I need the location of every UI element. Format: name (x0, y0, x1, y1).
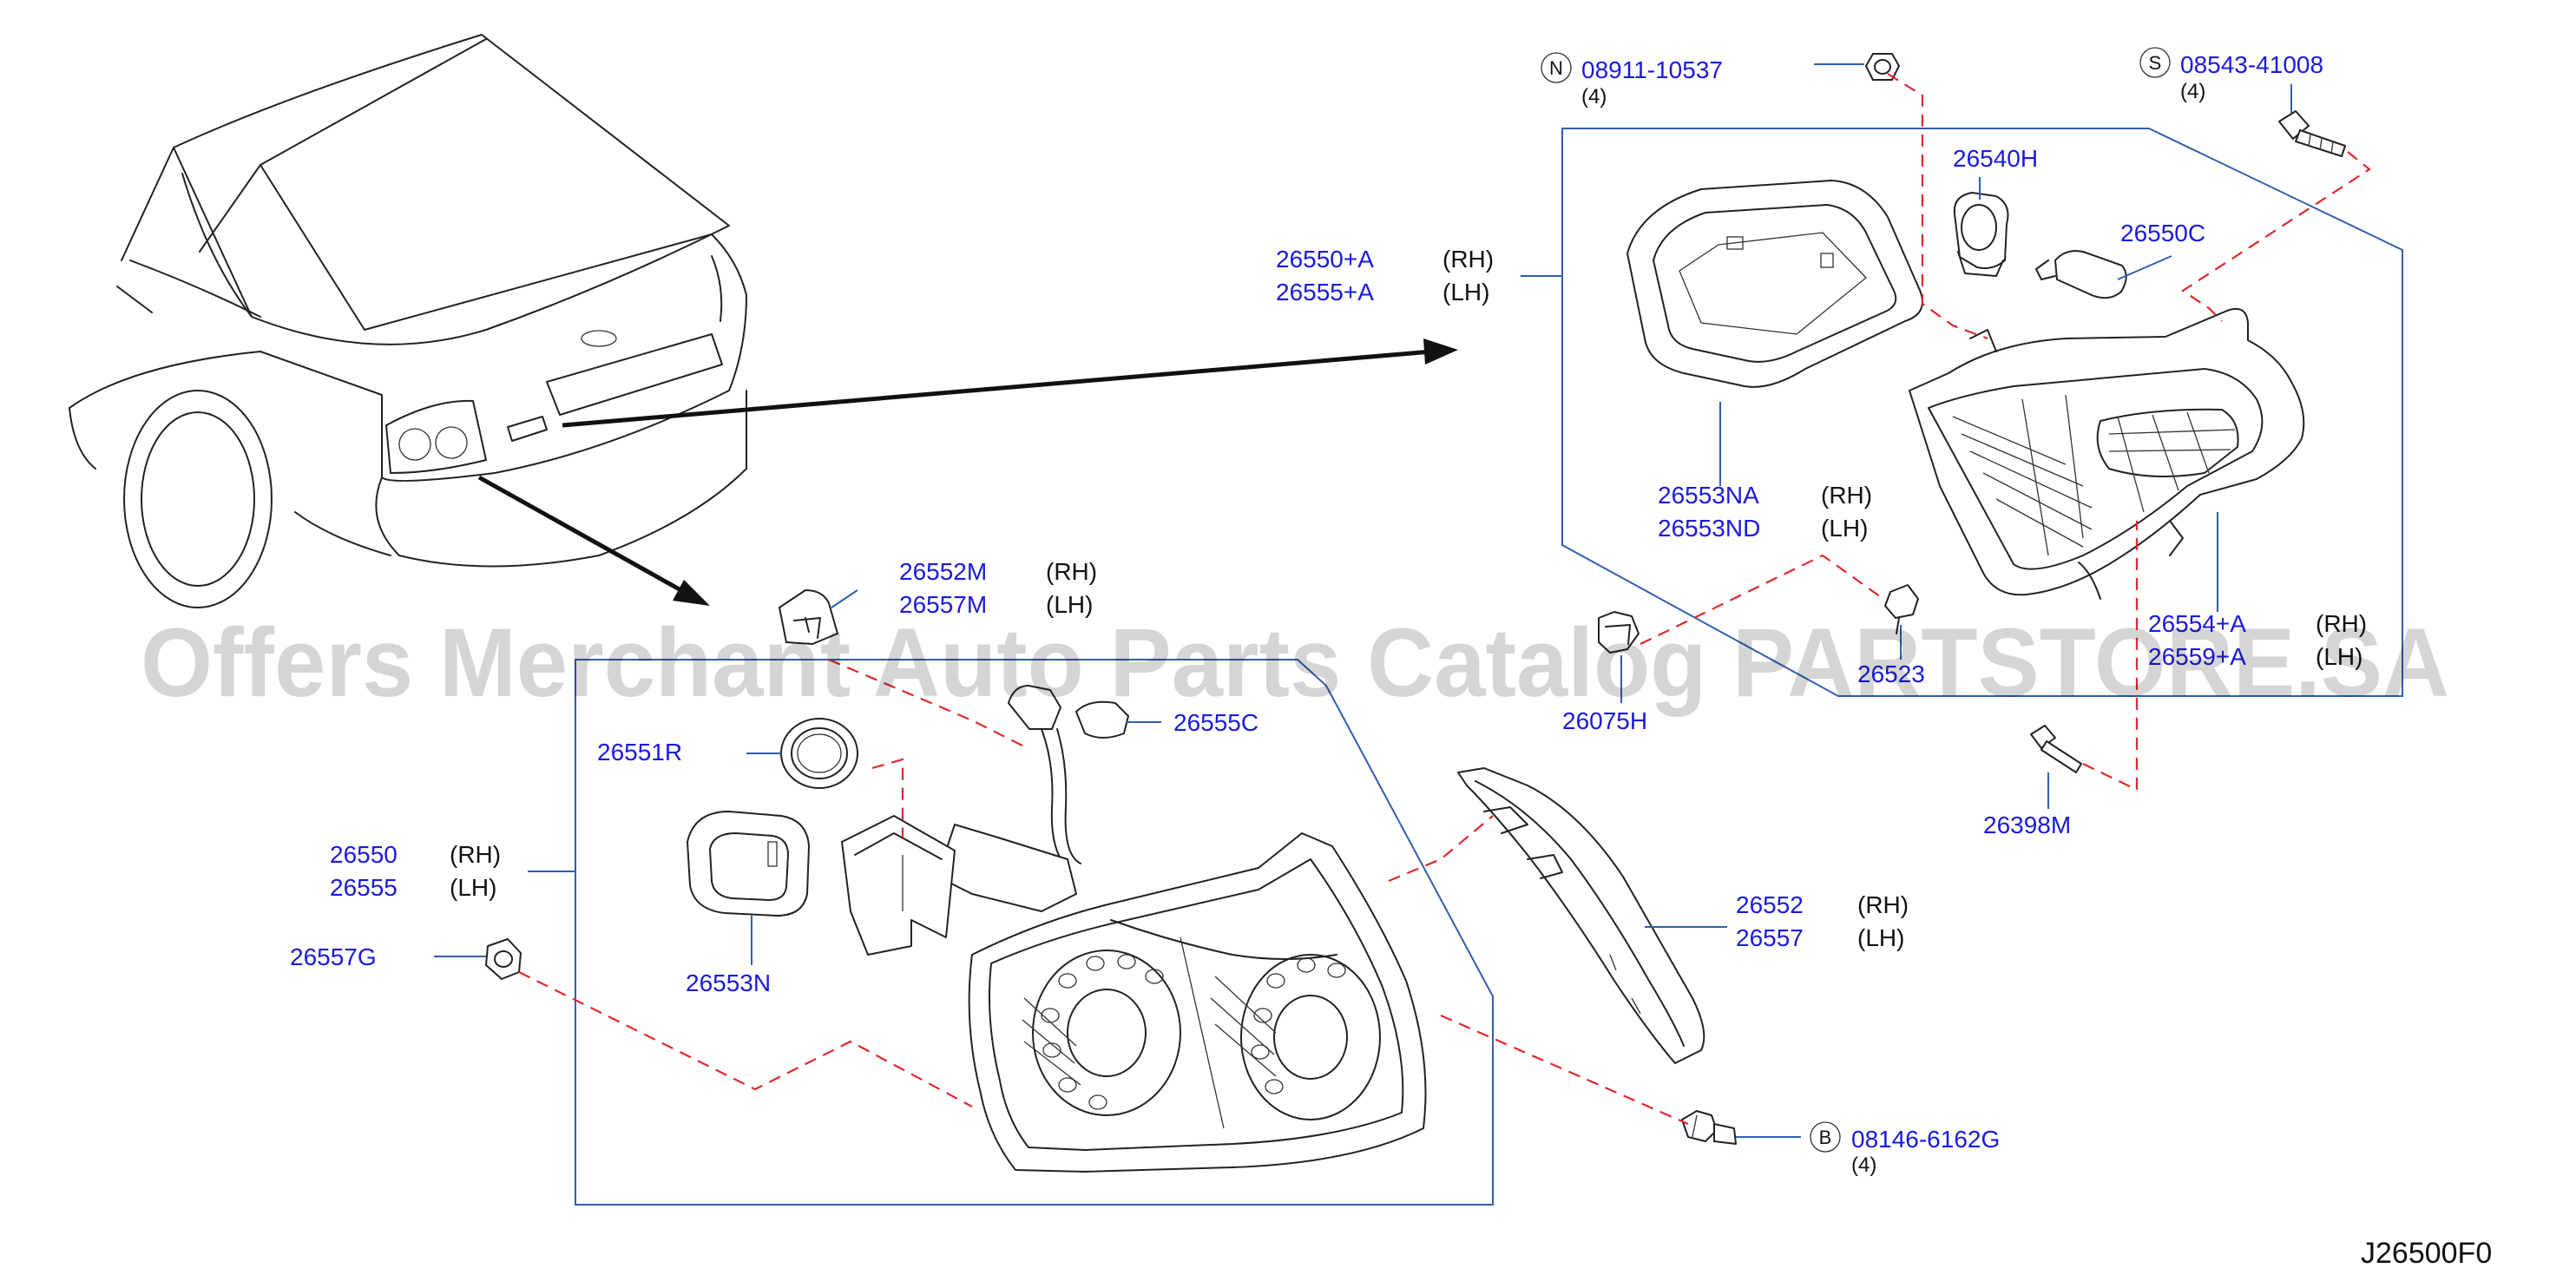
outer-tail-lamp (968, 832, 1427, 1173)
side-garnish-26552 (1457, 767, 1727, 1064)
hidden-lines-right (1640, 73, 2371, 792)
grommet-26075H (1598, 611, 1640, 703)
inner-tail-lamp (1909, 307, 2305, 612)
part-08911-10537[interactable]: 08911-10537 (1581, 56, 1723, 83)
part-26523[interactable]: 26523 (1857, 660, 1925, 687)
part-26540H[interactable]: 26540H (1953, 145, 2038, 172)
part-26557M[interactable]: 26557M (899, 591, 987, 618)
part-08543-41008[interactable]: 08543-41008 (2180, 51, 2323, 78)
side-rh-26552M: (RH) (1046, 558, 1097, 585)
watermark: Offers Merchant Auto Parts Catalog PARTS… (141, 608, 2449, 717)
n-marker: N (1549, 57, 1563, 79)
side-lh-26557M: (LH) (1046, 591, 1093, 618)
lamp-housing-gasket (1626, 180, 1923, 486)
part-26550A[interactable]: 26550+A (1276, 246, 1374, 273)
part-26553N[interactable]: 26553N (686, 969, 771, 996)
part-26559A[interactable]: 26559+A (2148, 643, 2246, 670)
part-08146-6162G[interactable]: 08146-6162G (1851, 1126, 2000, 1153)
part-26552M[interactable]: 26552M (899, 558, 987, 585)
side-rh-26552: (RH) (1857, 891, 1909, 918)
bracket-26552M (779, 589, 858, 645)
part-26398M[interactable]: 26398M (1983, 812, 2071, 838)
nut-08911-10537 (1814, 53, 1900, 81)
clip-26523 (1884, 584, 1919, 660)
side-rh-26550A: (RH) (1442, 246, 1494, 273)
socket-harness (841, 685, 1161, 956)
bulb-socket-26540H (1953, 177, 2009, 277)
diagram-code: J26500F0 (2361, 1237, 2492, 1270)
bolt-08146-6162G (1681, 1110, 1801, 1145)
part-26550C[interactable]: 26550C (2120, 220, 2205, 246)
side-lh-26553ND: (LH) (1821, 515, 1868, 542)
bulb-26550C (2035, 250, 2172, 299)
part-26555C[interactable]: 26555C (1173, 709, 1258, 736)
inner-lamp-group-box (1561, 128, 2403, 697)
side-lh-26555: (LH) (450, 874, 496, 901)
gasket-26553N (687, 811, 810, 965)
b-marker-circle (1810, 1121, 1841, 1153)
part-26550[interactable]: 26550 (330, 841, 398, 868)
qty-08146-6162G: (4) (1851, 1153, 1876, 1177)
screw-26398M (2030, 725, 2082, 809)
part-26554A[interactable]: 26554+A (2148, 610, 2246, 637)
outer-lamp-group-box (575, 659, 1494, 1206)
part-26551R[interactable]: 26551R (597, 739, 682, 766)
part-26555A[interactable]: 26555+A (1276, 279, 1374, 306)
screw-08543-41008 (2278, 84, 2346, 157)
qty-08543-41008: (4) (2180, 80, 2205, 103)
clip-26557G (434, 938, 522, 980)
part-26553ND[interactable]: 26553ND (1658, 515, 1760, 542)
side-rh-26550: (RH) (450, 841, 501, 868)
hidden-lines-left (518, 658, 1689, 1126)
n-marker-circle (1541, 52, 1572, 83)
qty-08911-10537: (4) (1581, 85, 1607, 108)
part-26557G[interactable]: 26557G (290, 943, 377, 970)
b-marker: B (1819, 1127, 1832, 1148)
side-lh-26557: (LH) (1857, 924, 1904, 951)
pointer-arrows (477, 338, 1458, 606)
s-marker-circle (2139, 47, 2171, 78)
side-rh-26553NA: (RH) (1821, 482, 1872, 509)
part-26075H[interactable]: 26075H (1562, 707, 1647, 734)
side-lh-26559A: (LH) (2316, 643, 2362, 670)
side-lh-26555A: (LH) (1442, 279, 1489, 306)
part-26557[interactable]: 26557 (1736, 924, 1804, 951)
ring-26551R (746, 718, 858, 789)
part-26555[interactable]: 26555 (330, 874, 398, 901)
car-rear-illustration (69, 34, 747, 608)
part-26552[interactable]: 26552 (1736, 891, 1804, 918)
side-rh-26554A: (RH) (2316, 610, 2367, 637)
s-marker: S (2149, 52, 2162, 74)
part-26553NA[interactable]: 26553NA (1658, 482, 1759, 509)
